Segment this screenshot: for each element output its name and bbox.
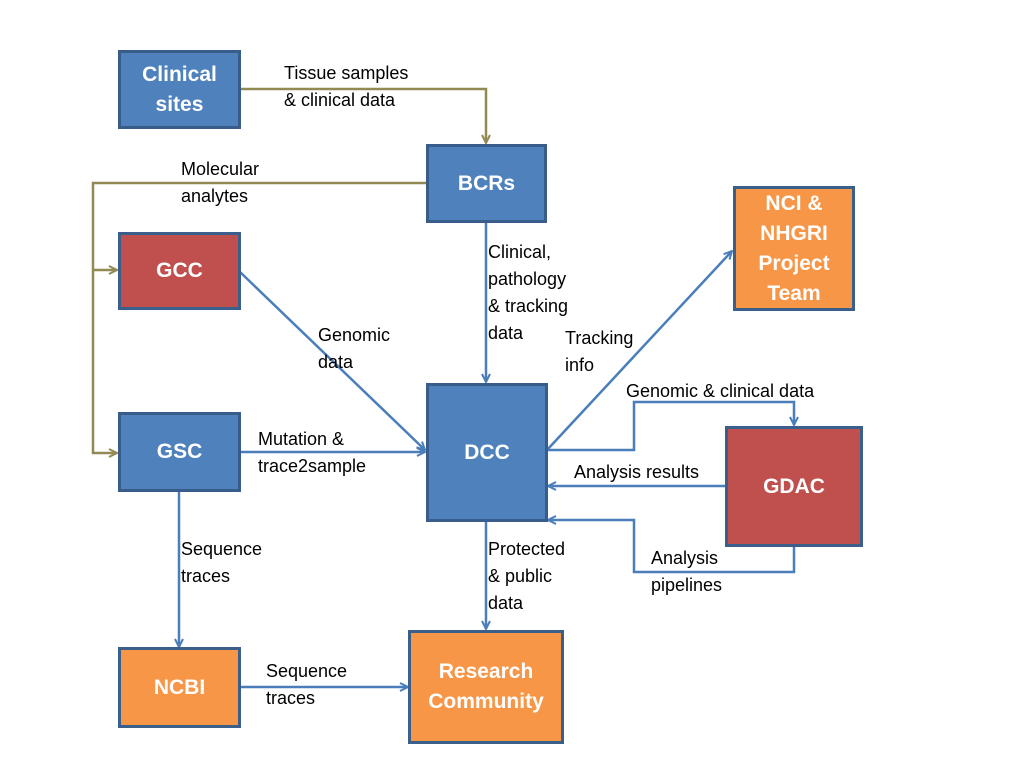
edge-dcc-to-nci bbox=[546, 251, 732, 451]
node-bcrs-label: BCRs bbox=[457, 171, 516, 195]
node-ncbi-label: NCBI bbox=[153, 675, 206, 699]
edge-dcc-to-gdac bbox=[547, 400, 794, 452]
edge-gcc-to-dcc bbox=[239, 271, 425, 450]
node-research-community: Research Community bbox=[408, 630, 564, 744]
node-gcc-label: GCC bbox=[156, 259, 203, 282]
edge-gdac-pipelines-to-dcc bbox=[548, 520, 796, 574]
node-dcc: DCC bbox=[426, 383, 548, 522]
node-bcrs: BCRs bbox=[426, 144, 547, 223]
node-gsc: GSC bbox=[118, 412, 241, 492]
node-gsc-label: GSC bbox=[156, 440, 203, 463]
node-gdac-label: GDAC bbox=[763, 474, 825, 498]
node-clinical-sites-label: Clinical sites bbox=[142, 62, 217, 116]
label-analysis-pipelines: Analysis pipelines bbox=[651, 548, 723, 595]
node-clinical-sites: Clinical sites bbox=[118, 50, 241, 129]
node-gdac: GDAC bbox=[725, 426, 863, 547]
label-tissue-samples: Tissue samples & clinical data bbox=[284, 63, 409, 110]
label-sequence-traces-vertical: Sequence traces bbox=[181, 539, 263, 586]
node-research-community-label: Research Community bbox=[428, 660, 544, 713]
node-nci-nhgri-label: NCI & NHGRI Project Team bbox=[758, 191, 830, 305]
label-protected-public-data: Protected & public data bbox=[488, 539, 566, 613]
node-nci-nhgri-project-team: NCI & NHGRI Project Team bbox=[733, 186, 855, 311]
node-gcc: GCC bbox=[118, 232, 241, 310]
edge-clinical-sites-to-bcrs bbox=[240, 87, 486, 143]
label-mutation-trace2sample: Mutation & trace2sample bbox=[258, 429, 367, 476]
edge-bcrs-to-gcc-gsc-trunk bbox=[91, 181, 427, 453]
label-genomic-clinical-data: Genomic & clinical data bbox=[626, 381, 815, 401]
label-tracking-info: Tracking info bbox=[565, 328, 634, 375]
label-sequence-traces-horizontal: Sequence traces bbox=[266, 661, 348, 708]
node-ncbi: NCBI bbox=[118, 647, 241, 728]
label-clinical-pathology-tracking: Clinical, pathology & tracking data bbox=[488, 242, 569, 343]
label-molecular-analytes: Molecular analytes bbox=[181, 159, 260, 206]
node-dcc-label: DCC bbox=[464, 440, 510, 464]
label-genomic-data: Genomic data bbox=[318, 325, 391, 372]
label-analysis-results: Analysis results bbox=[574, 462, 700, 482]
